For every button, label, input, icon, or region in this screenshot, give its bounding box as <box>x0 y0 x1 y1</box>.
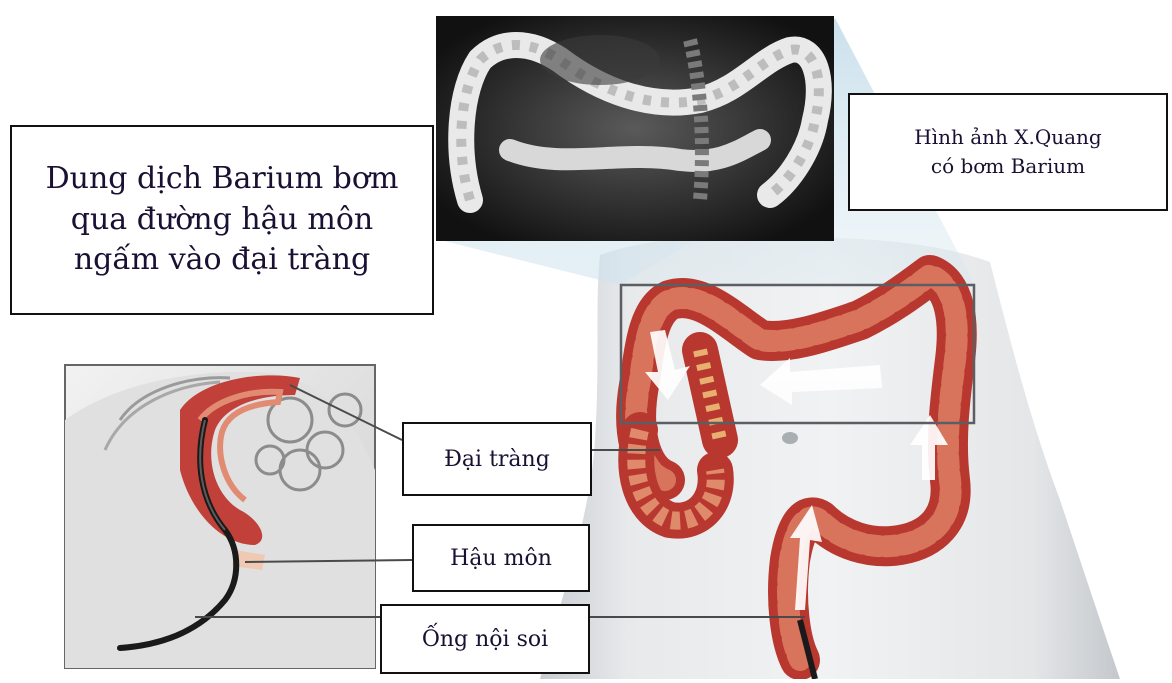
endoscope-label: Ống nội soi <box>380 604 590 674</box>
pelvis-inset <box>65 365 375 668</box>
xray-image-label: Hình ảnh X.Quang có bơm Barium <box>848 93 1168 211</box>
anus-text: Hậu môn <box>450 546 552 571</box>
anus-label: Hậu môn <box>412 524 590 592</box>
xray-image-text: Hình ảnh X.Quang có bơm Barium <box>914 123 1101 181</box>
navel <box>782 432 798 444</box>
barium-solution-label: Dung dịch Barium bơm qua đường hậu môn n… <box>10 125 434 315</box>
colon-label: Đại tràng <box>402 422 592 496</box>
endoscope-text: Ống nội soi <box>422 627 548 652</box>
colon-text: Đại tràng <box>444 447 550 472</box>
xray-image <box>436 16 834 241</box>
barium-solution-text: Dung dịch Barium bơm qua đường hậu môn n… <box>46 159 399 281</box>
